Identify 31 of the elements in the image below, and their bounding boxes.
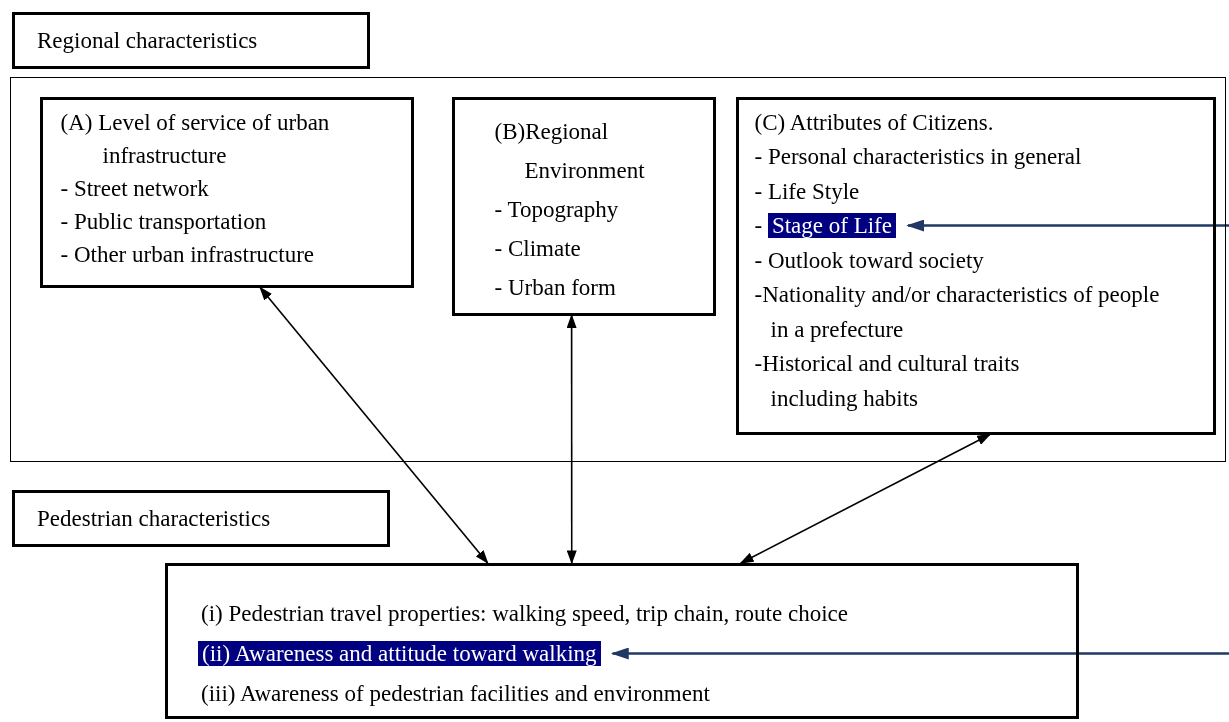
heading-box (12, 490, 390, 547)
arrow (906, 219, 1229, 232)
list-item: (iii) Awareness of pedestrian facilities and environment (201, 680, 711, 708)
category-box (735, 96, 1216, 435)
list-item: - Personal characteristics in general (754, 143, 1083, 171)
list-item: (i) Pedestrian travel properties: walking speed, trip chain, route choice (201, 600, 849, 628)
box-heading: (C) Attributes of Citizens. (754, 108, 995, 137)
list-item: - Topography (494, 195, 620, 224)
list-item: -Nationality and/or characteristics of people in a prefecture (754, 281, 1161, 344)
category-box (165, 563, 1079, 719)
box-heading: (B)Regional Environment (494, 117, 646, 185)
list-item: - Other urban infrastructure (60, 240, 316, 269)
list-item: - Public transportation (60, 207, 268, 236)
category-box (39, 96, 414, 288)
heading-text: Regional characteristics (37, 27, 259, 55)
list-item: - Street network (60, 174, 210, 203)
arrow (259, 286, 489, 564)
heading-text: Pedestrian characteristics (37, 505, 272, 533)
box-heading: (A) Level of service of urban infrastructure (60, 108, 331, 170)
list-item: -Historical and cultural traits including habits (754, 350, 1021, 413)
arrow (739, 433, 991, 564)
arrow (611, 647, 1229, 660)
arrow (566, 314, 577, 564)
list-item: - Outlook toward society (754, 246, 985, 275)
list-item: - Stage of Life (754, 209, 1209, 244)
list-item: - Life Style (754, 177, 861, 206)
heading-box (12, 12, 370, 69)
frame-box (10, 77, 1226, 462)
list-item: - Climate (494, 234, 582, 263)
category-box (451, 96, 716, 316)
list-item: - Urban form (494, 273, 617, 302)
